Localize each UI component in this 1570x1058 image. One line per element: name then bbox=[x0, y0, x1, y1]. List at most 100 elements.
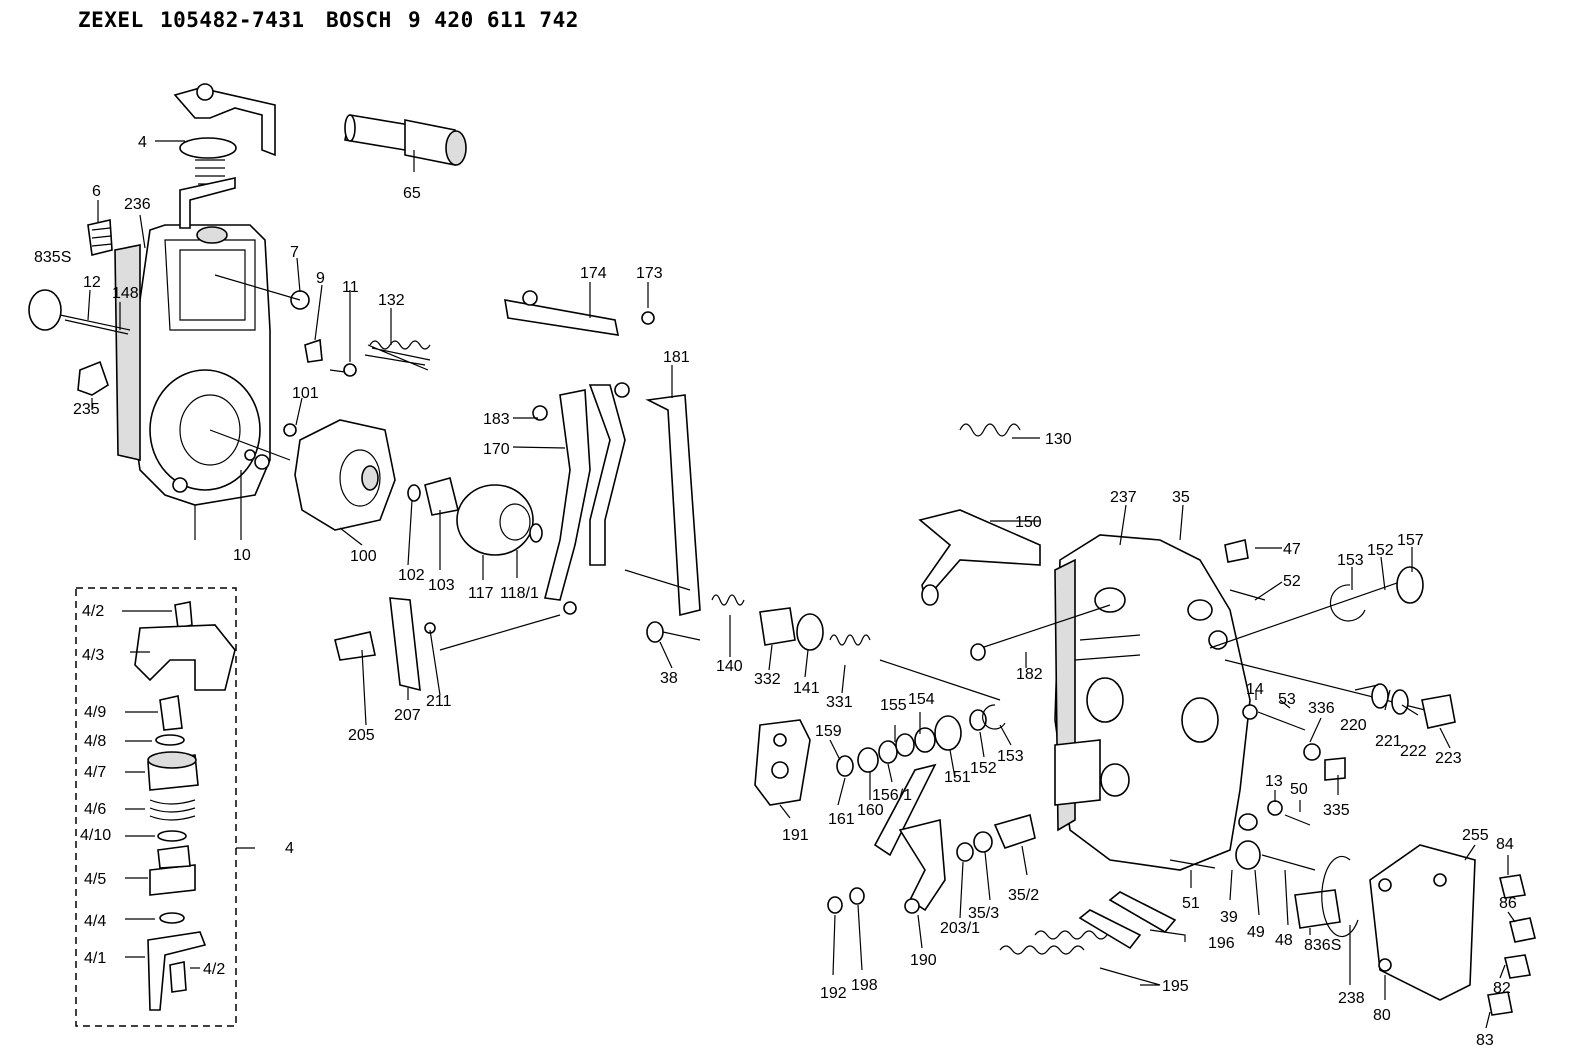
callout-238: 238 bbox=[1338, 990, 1365, 1007]
pump-body bbox=[970, 534, 1251, 871]
callout-153: 153 bbox=[997, 748, 1024, 765]
callout-4-7: 4/7 bbox=[84, 764, 106, 781]
callout-223: 223 bbox=[1435, 750, 1462, 767]
callout-132: 132 bbox=[378, 292, 405, 309]
callout-4-1: 4/1 bbox=[84, 950, 106, 967]
callout-181: 181 bbox=[663, 349, 690, 366]
callout-153: 153 bbox=[1337, 552, 1364, 569]
callout-4-2: 4/2 bbox=[203, 961, 225, 978]
callout-835S: 835S bbox=[34, 249, 71, 266]
part-65 bbox=[344, 114, 467, 166]
callout-222: 222 bbox=[1400, 743, 1427, 760]
callout-80: 80 bbox=[1373, 1007, 1391, 1024]
callout-836S: 836S bbox=[1304, 937, 1341, 954]
callout-198: 198 bbox=[851, 977, 878, 994]
callout-159: 159 bbox=[815, 723, 842, 740]
callout-4-10: 4/10 bbox=[80, 827, 111, 844]
callout-331: 331 bbox=[826, 694, 853, 711]
callout-174: 174 bbox=[580, 265, 607, 282]
callout-236: 236 bbox=[124, 196, 151, 213]
callout-103: 103 bbox=[428, 577, 455, 594]
callout-9: 9 bbox=[316, 270, 325, 287]
callout-4-3: 4/3 bbox=[82, 647, 104, 664]
callout-118-1: 118/1 bbox=[500, 585, 539, 602]
callout-117: 117 bbox=[468, 585, 494, 602]
callout-332: 332 bbox=[754, 671, 781, 688]
part-130-150 bbox=[918, 423, 1041, 606]
callout-207: 207 bbox=[394, 707, 421, 724]
callout-labels: 4 6 236 835S 12 148 79 11 132 235 101 10 65 100 102103… bbox=[34, 134, 1517, 1049]
callout-154: 154 bbox=[908, 691, 935, 708]
callout-152: 152 bbox=[1367, 542, 1394, 559]
callout-84: 84 bbox=[1496, 836, 1514, 853]
detail-box-4 bbox=[75, 587, 255, 1027]
callout-148: 148 bbox=[112, 285, 139, 302]
callout-140: 140 bbox=[716, 658, 743, 675]
callout-4-6: 4/6 bbox=[84, 801, 106, 818]
callout-237: 237 bbox=[1110, 489, 1137, 506]
callout-35-3: 35/3 bbox=[968, 905, 999, 922]
callout-221: 221 bbox=[1375, 733, 1402, 750]
header-brand-bosch: BOSCH bbox=[326, 8, 392, 32]
callout-150: 150 bbox=[1015, 514, 1042, 531]
callout-192: 192 bbox=[820, 985, 847, 1002]
callout-86: 86 bbox=[1499, 895, 1517, 912]
callout-191: 191 bbox=[782, 827, 809, 844]
callout-13: 13 bbox=[1265, 773, 1283, 790]
header-part-number-bosch: 9 420 611 742 bbox=[408, 8, 579, 32]
right-small-parts bbox=[1169, 539, 1456, 871]
callout-151: 151 bbox=[944, 769, 971, 786]
callout-100: 100 bbox=[350, 548, 377, 565]
left-small-parts bbox=[28, 219, 431, 470]
callout-4: 4 bbox=[138, 134, 147, 151]
callout-183: 183 bbox=[483, 411, 510, 428]
callout-220: 220 bbox=[1340, 717, 1367, 734]
lower-center-parts bbox=[754, 704, 1036, 914]
callout-101: 101 bbox=[292, 385, 319, 402]
callout-6: 6 bbox=[92, 183, 101, 200]
callout-4-5: 4/5 bbox=[84, 871, 106, 888]
callout-4-8: 4/8 bbox=[84, 733, 106, 750]
callout-82: 82 bbox=[1493, 980, 1511, 997]
callout-161: 161 bbox=[828, 811, 855, 828]
callout-11: 11 bbox=[342, 279, 359, 296]
callout-4-9: 4/9 bbox=[84, 704, 106, 721]
callout-39: 39 bbox=[1220, 909, 1238, 926]
top-lever-assembly bbox=[173, 83, 276, 229]
callout-7: 7 bbox=[290, 244, 299, 261]
callout-255: 255 bbox=[1462, 827, 1489, 844]
callout-10: 10 bbox=[233, 547, 251, 564]
governor-housing bbox=[114, 224, 271, 506]
callout-83: 83 bbox=[1476, 1032, 1494, 1049]
callout-130: 130 bbox=[1045, 431, 1072, 448]
callout-336: 336 bbox=[1308, 700, 1335, 717]
leader-lines bbox=[87, 140, 1516, 1029]
callout-157: 157 bbox=[1397, 532, 1424, 549]
header-part-number-zexel: 105482-7431 bbox=[160, 8, 305, 32]
callout-49: 49 bbox=[1247, 924, 1265, 941]
callout-182: 182 bbox=[1016, 666, 1043, 683]
callout-47: 47 bbox=[1283, 541, 1301, 558]
end-cover bbox=[1369, 844, 1536, 1016]
callout-35: 35 bbox=[1172, 489, 1190, 506]
callout-51: 51 bbox=[1182, 895, 1200, 912]
springs-and-sleeves bbox=[999, 855, 1359, 955]
callout-235: 235 bbox=[73, 401, 100, 418]
callout-38: 38 bbox=[660, 670, 678, 687]
callout-196: 196 bbox=[1208, 935, 1235, 952]
callout-152: 152 bbox=[970, 760, 997, 777]
callout-50: 50 bbox=[1290, 781, 1308, 798]
callout-14: 14 bbox=[1246, 681, 1264, 698]
callout-155: 155 bbox=[880, 697, 907, 714]
callout-141: 141 bbox=[793, 680, 820, 697]
callout-65: 65 bbox=[403, 185, 421, 202]
callout-335: 335 bbox=[1323, 802, 1350, 819]
callout-160: 160 bbox=[857, 802, 884, 819]
callout-195: 195 bbox=[1162, 978, 1189, 995]
callout-12: 12 bbox=[83, 274, 101, 291]
callout-205: 205 bbox=[348, 727, 375, 744]
header-brand-zexel: ZEXEL bbox=[78, 8, 144, 32]
callout-102: 102 bbox=[398, 567, 425, 584]
callout-173: 173 bbox=[636, 265, 663, 282]
